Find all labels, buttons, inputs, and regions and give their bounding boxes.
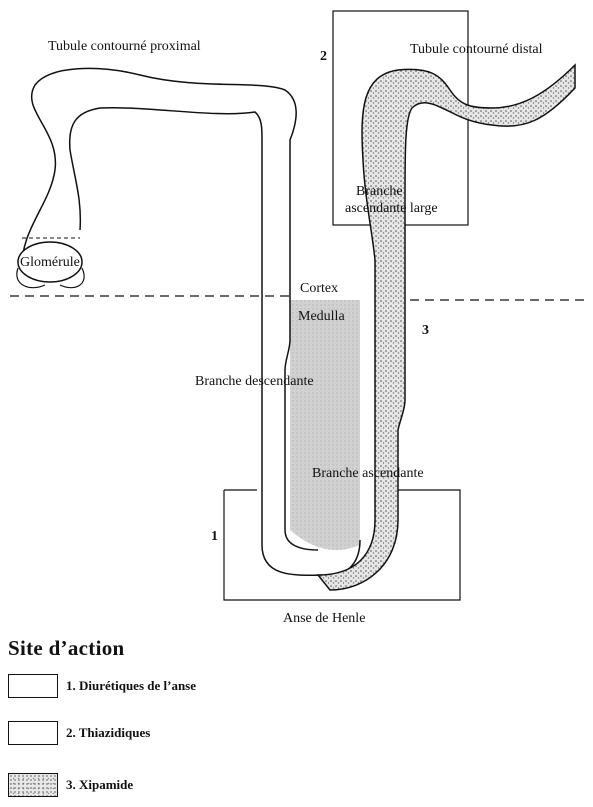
site-3-number: 3 (422, 323, 429, 338)
label-descending-limb: Branche descendante (195, 374, 314, 389)
legend-label: 2. Thiazidiques (66, 725, 150, 741)
proximal-tubule-inner (70, 108, 262, 296)
site-1-number: 1 (211, 529, 218, 544)
medulla-shading (290, 300, 360, 550)
legend-swatch-plain (8, 721, 58, 745)
legend-item-xipamide: 3. Xipamide (8, 773, 133, 797)
label-medulla: Medulla (298, 309, 345, 324)
label-cortex: Cortex (300, 281, 338, 296)
legend-label: 1. Diurétiques de l’anse (66, 678, 196, 694)
label-loop-of-henle: Anse de Henle (283, 611, 365, 626)
legend-item-thiazides: 2. Thiazidiques (8, 721, 150, 745)
site-2-number: 2 (320, 49, 327, 64)
legend-label: 3. Xipamide (66, 777, 133, 793)
legend-item-loop-diuretics: 1. Diurétiques de l’anse (8, 674, 196, 698)
legend-swatch-stipple (8, 773, 58, 797)
label-thick-ascending-2: ascendante large (345, 201, 438, 216)
label-ascending-limb: Branche ascendante (312, 466, 424, 481)
label-proximal-tubule: Tubule contourné proximal (48, 39, 201, 54)
legend-title: Site d’action (8, 636, 124, 661)
legend-swatch-plain (8, 674, 58, 698)
label-glomerule: Glomérule (20, 255, 80, 270)
label-distal-tubule: Tubule contourné distal (410, 42, 543, 57)
label-thick-ascending-1: Branche (356, 184, 403, 199)
